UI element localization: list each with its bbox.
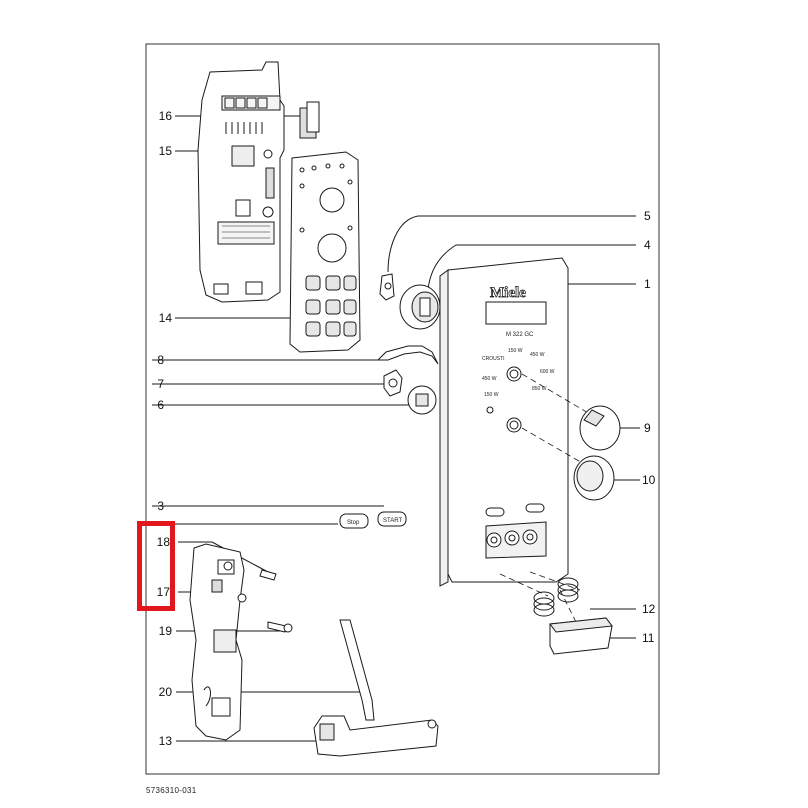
callout-13: 13 [158,734,172,748]
callout-3: 3 [157,499,164,513]
callout-15: 15 [158,144,172,158]
callout-19: 19 [158,624,172,638]
seven-segment-display [224,97,268,109]
model-label: M 322 GC [506,332,534,338]
part-17-catch [237,593,247,603]
svg-text:START: START [383,518,402,524]
brand-logo: Miele [490,285,526,301]
part-12-springs [533,577,579,617]
callout-17: 17 [156,585,170,599]
callout-5: 5 [644,209,651,223]
part-4-rotary-switch [399,284,441,330]
part-10-knob [573,455,615,501]
display-window [485,301,547,325]
svg-text:450 W: 450 W [482,376,497,382]
callout-14: 14 [158,311,172,325]
keypad-buttons [305,275,357,337]
callout-1: 1 [644,277,651,291]
stop-button-cap: Stop [339,513,369,529]
part-19-screw [267,621,293,633]
power-selector-labels: 150 W CROUSTI 450 W 450 W 600 W 150 W 85… [482,348,555,398]
part-20-release-rod [339,619,375,721]
document-code: 5736310-031 [146,786,197,795]
callout-9: 9 [644,421,651,435]
part-18-pin [259,569,277,581]
callout-8: 8 [157,353,164,367]
svg-text:CROUSTI: CROUSTI [482,356,505,362]
highlight-box [137,521,175,611]
callout-7: 7 [157,377,164,391]
callout-6: 6 [157,398,164,412]
keypad-board [289,151,361,353]
door-lock-housing [189,543,245,741]
callout-18: 18 [156,535,170,549]
part-11-push-button [549,617,613,655]
start-button-cap: START [377,511,407,527]
callout-11: 11 [642,631,655,645]
svg-text:600 W: 600 W [540,369,555,375]
callout-20: 20 [158,685,172,699]
svg-text:450 W: 450 W [530,352,545,358]
callout-10: 10 [642,473,656,487]
diagram-frame [145,43,660,775]
part-6-rotary-connector [407,385,437,415]
part-8-wire-spring [376,345,439,365]
svg-text:850 W: 850 W [532,386,547,392]
panel-button-sockets [486,529,538,548]
part-13-door-lever [313,715,439,757]
callout-12: 12 [642,602,656,616]
front-control-panel: Miele M 322 GC 150 W CROUSTI 450 W 450 W… [439,257,569,587]
callout-16: 16 [158,109,172,123]
svg-text:150 W: 150 W [508,348,523,354]
part-7-bracket [383,369,403,397]
part-5-clip [379,273,395,301]
callout-4: 4 [644,238,651,252]
svg-text:150 W: 150 W [484,392,499,398]
part-9-knob [579,405,621,451]
main-circuit-board [197,61,320,303]
svg-text:Stop: Stop [347,520,360,526]
